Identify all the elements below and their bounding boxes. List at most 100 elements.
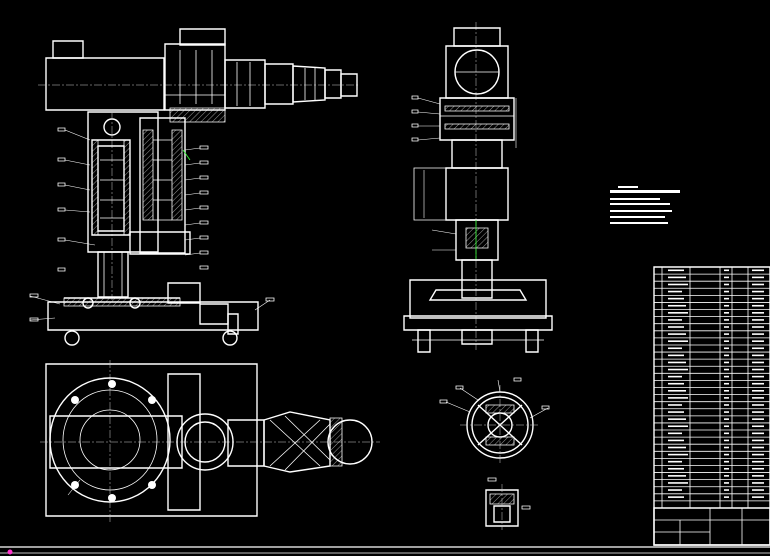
parts-list-cell-text <box>668 347 682 350</box>
parts-list-cell-text <box>724 368 729 371</box>
parts-list-cell-text <box>752 290 764 293</box>
parts-list-cell-text <box>752 397 764 399</box>
parts-list-cell-text <box>724 496 729 498</box>
parts-list-cell-text <box>668 453 688 456</box>
parts-list-cell-text <box>752 432 764 435</box>
parts-list-cell-text <box>668 460 682 463</box>
parts-list-cell-text <box>752 368 764 371</box>
parts-list-cell-text <box>724 333 729 335</box>
parts-list-cell-text <box>724 312 729 314</box>
technical-notes <box>610 186 680 224</box>
parts-list-cell-text <box>724 404 729 406</box>
parts-list-cell-text <box>668 397 688 399</box>
parts-list-cell-text <box>724 397 729 399</box>
parts-list-cell-text <box>668 482 688 484</box>
bottom-status-bar <box>0 547 770 555</box>
parts-list-cell-text <box>724 297 729 300</box>
parts-list-cell-text <box>752 467 764 470</box>
parts-list-cell-text <box>668 297 684 300</box>
parts-list-cell-text <box>668 375 682 378</box>
parts-list-cell-text <box>668 326 684 328</box>
parts-list-cell-text <box>668 390 686 392</box>
parts-list-cell-text <box>724 269 729 272</box>
parts-list-cell-text <box>752 411 764 413</box>
parts-list-cell-text <box>752 446 764 449</box>
parts-list-cell-text <box>724 276 729 279</box>
section-view <box>440 378 549 530</box>
parts-list-cell-text <box>752 453 764 456</box>
parts-list-cell-text <box>724 446 729 449</box>
parts-list-cell-text <box>724 319 729 321</box>
parts-list-cell-text <box>668 333 686 335</box>
parts-list-cell-text <box>752 347 764 350</box>
parts-list-cell-text <box>724 390 729 392</box>
parts-list-cell-text <box>724 489 729 491</box>
front-view <box>30 29 360 345</box>
parts-list-table <box>654 267 770 545</box>
parts-list-cell-text <box>668 283 688 286</box>
parts-list-cell-text <box>668 269 684 272</box>
parts-list-cell-text <box>752 354 764 357</box>
parts-list-cell-text <box>724 290 729 293</box>
parts-list-cell-text <box>724 453 729 456</box>
parts-list-cell-text <box>668 496 684 498</box>
parts-list-cell-text <box>752 276 764 279</box>
parts-list-cell-text <box>724 340 729 342</box>
ucs-cursor-icon[interactable] <box>7 549 13 555</box>
parts-list-cell-text <box>668 404 682 406</box>
parts-list-cell-text <box>724 411 729 413</box>
parts-list-cell-text <box>724 460 729 463</box>
parts-list-cell-text <box>724 467 729 470</box>
parts-list-cell-text <box>724 382 729 385</box>
parts-list-cell-text <box>752 269 764 272</box>
parts-list-cell-text <box>668 411 684 413</box>
parts-list-cell-text <box>752 404 764 406</box>
parts-list-cell-text <box>668 446 686 449</box>
parts-list-cell-text <box>752 326 764 328</box>
parts-list-cell-text <box>752 418 764 420</box>
parts-list-cell-text <box>668 467 684 470</box>
parts-list-cell-text <box>752 319 764 321</box>
parts-list-cell-text <box>724 361 729 364</box>
parts-list-cell-text <box>724 439 729 442</box>
top-view <box>40 360 380 522</box>
parts-list-cell-text <box>724 347 729 350</box>
parts-list-cell-text <box>668 432 682 435</box>
parts-list-cell-text <box>724 418 729 420</box>
parts-list-cell-text <box>668 276 686 279</box>
parts-list-cell-text <box>724 283 729 286</box>
parts-list-cell-text <box>668 354 684 357</box>
parts-list-cell-text <box>752 475 764 477</box>
parts-list-cell-text <box>668 312 688 314</box>
parts-list-cell-text <box>752 312 764 314</box>
parts-list-cell-text <box>752 489 764 491</box>
parts-list-cell-text <box>752 340 764 342</box>
parts-list-cell-text <box>724 375 729 378</box>
parts-list-cell-text <box>752 283 764 286</box>
side-view <box>404 22 552 352</box>
parts-list-cell-text <box>752 304 764 307</box>
parts-list-cell-text <box>752 297 764 300</box>
parts-list-cell-text <box>668 489 682 491</box>
parts-list-cell-text <box>752 425 764 428</box>
parts-list-cell-text <box>668 439 684 442</box>
parts-list-cell-text <box>724 432 729 435</box>
parts-list-cell-text <box>752 382 764 385</box>
parts-list-cell-text <box>668 475 686 477</box>
parts-list-cell-text <box>668 319 682 321</box>
parts-list-cell-text <box>668 304 686 307</box>
parts-list-cell-text <box>668 368 688 371</box>
parts-list-cell-text <box>724 354 729 357</box>
parts-list-cell-text <box>668 425 688 428</box>
parts-list-cell-text <box>724 482 729 484</box>
parts-list-cell-text <box>668 361 686 364</box>
parts-list-cell-text <box>724 425 729 428</box>
parts-list-cell-text <box>668 418 686 420</box>
parts-list-cell-text <box>752 375 764 378</box>
parts-list-cell-text <box>724 304 729 307</box>
parts-list-cell-text <box>752 496 764 498</box>
parts-list-cell-text <box>668 340 688 342</box>
parts-list-cell-text <box>752 439 764 442</box>
parts-list-cell-text <box>752 390 764 392</box>
